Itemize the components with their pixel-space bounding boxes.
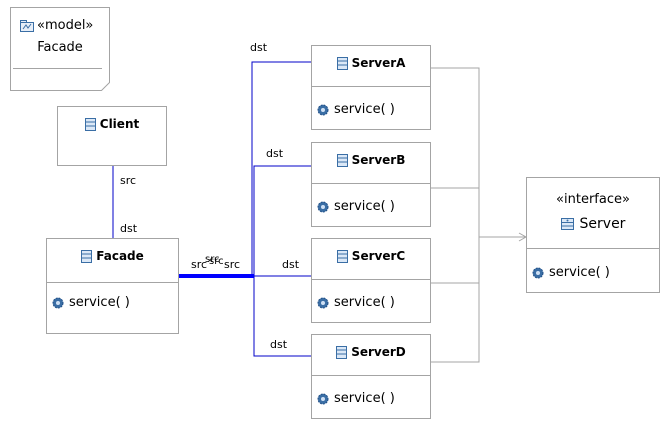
compartment-divider (312, 183, 430, 184)
label-facade-src-4: src (224, 258, 241, 271)
class-name: ServerD (351, 345, 406, 359)
class-serverA[interactable]: ServerA service( ) (311, 45, 431, 130)
model-package-icon (20, 19, 34, 32)
note-fold-corner (101, 82, 110, 91)
compartment-divider (527, 248, 659, 249)
label-serverB-dst: dst (266, 147, 284, 160)
operation-service[interactable]: service( ) (52, 295, 130, 310)
class-facade[interactable]: Facade service( ) (46, 238, 179, 334)
note-divider (13, 68, 102, 69)
label-facade-src-3: src (209, 256, 224, 267)
class-serverC[interactable]: ServerC service( ) (311, 238, 431, 323)
class-icon (336, 153, 348, 167)
operation-gear-icon (317, 393, 329, 405)
operation-gear-icon (317, 201, 329, 213)
compartment-divider (312, 279, 430, 280)
interface-server[interactable]: «interface» Server service( ) (526, 177, 660, 293)
class-icon (336, 249, 348, 263)
interface-stereotype: «interface» (556, 192, 630, 207)
operation-gear-icon (532, 267, 544, 279)
class-name: Facade (96, 249, 144, 263)
facade-serverA-association (179, 61, 311, 277)
label-serverC-dst: dst (282, 258, 300, 271)
label-facade-src-2: src (205, 254, 220, 265)
model-name: Facade (37, 40, 83, 55)
class-icon (84, 117, 96, 131)
compartment-divider (312, 86, 430, 87)
class-icon (336, 56, 348, 70)
operation-service[interactable]: service( ) (317, 391, 395, 406)
operation-service[interactable]: service( ) (532, 265, 610, 280)
model-note[interactable]: «model» Facade (10, 7, 110, 91)
operation-gear-icon (317, 104, 329, 116)
class-serverD[interactable]: ServerD service( ) (311, 334, 431, 419)
model-stereotype: «model» (37, 18, 94, 33)
compartment-divider (47, 282, 178, 283)
operation-gear-icon (317, 297, 329, 309)
class-name: ServerB (351, 153, 406, 167)
interface-icon (560, 218, 574, 230)
class-icon (81, 249, 93, 263)
serverD-realization (431, 237, 480, 363)
operation-service[interactable]: service( ) (317, 295, 395, 310)
label-client-src: src (120, 174, 137, 187)
class-icon (336, 345, 348, 359)
facade-serverD-association (179, 275, 311, 357)
class-name: Client (99, 117, 140, 131)
class-name: ServerA (351, 56, 406, 70)
label-serverD-dst: dst (270, 338, 288, 351)
serverA-realization (431, 67, 480, 237)
label-facade-dst: dst (120, 222, 138, 235)
operation-gear-icon (52, 297, 64, 309)
operation-service[interactable]: service( ) (317, 102, 395, 117)
interface-name: Server (579, 216, 626, 232)
class-serverB[interactable]: ServerB service( ) (311, 142, 431, 227)
operation-service[interactable]: service( ) (317, 199, 395, 214)
class-client[interactable]: Client (57, 106, 167, 166)
label-serverA-dst: dst (250, 41, 268, 54)
label-facade-src-1: src (191, 258, 208, 271)
class-name: ServerC (351, 249, 406, 263)
compartment-divider (312, 375, 430, 376)
